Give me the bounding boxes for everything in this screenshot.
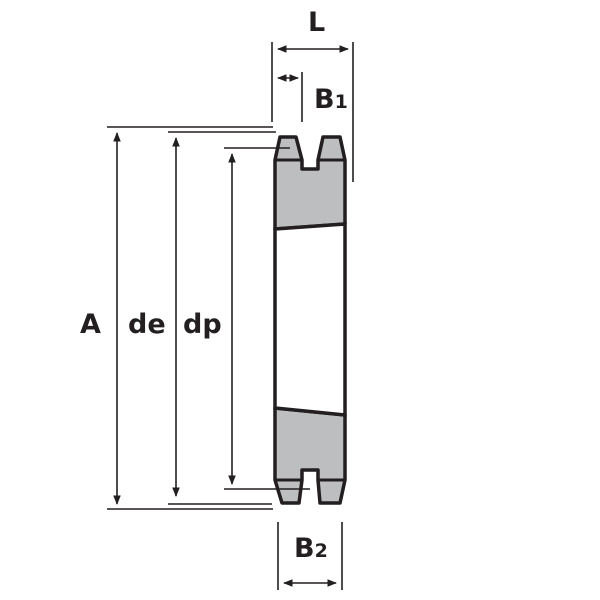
dimension-B1: B1	[277, 72, 348, 122]
dimension-de: de	[128, 131, 276, 505]
dimension-dp: dp	[183, 147, 310, 490]
label-B1: B1	[314, 84, 348, 115]
dimension-L: L	[271, 7, 354, 182]
dimension-B2: B2	[277, 522, 343, 590]
top-hub-section	[273, 135, 347, 231]
sprocket-profile	[273, 135, 347, 505]
label-L: L	[308, 7, 325, 38]
bore-section	[273, 222, 347, 417]
label-de: de	[128, 309, 166, 340]
label-B2: B2	[294, 533, 328, 564]
dimension-A: A	[80, 126, 273, 510]
label-dp: dp	[183, 309, 222, 340]
label-A: A	[80, 309, 101, 340]
